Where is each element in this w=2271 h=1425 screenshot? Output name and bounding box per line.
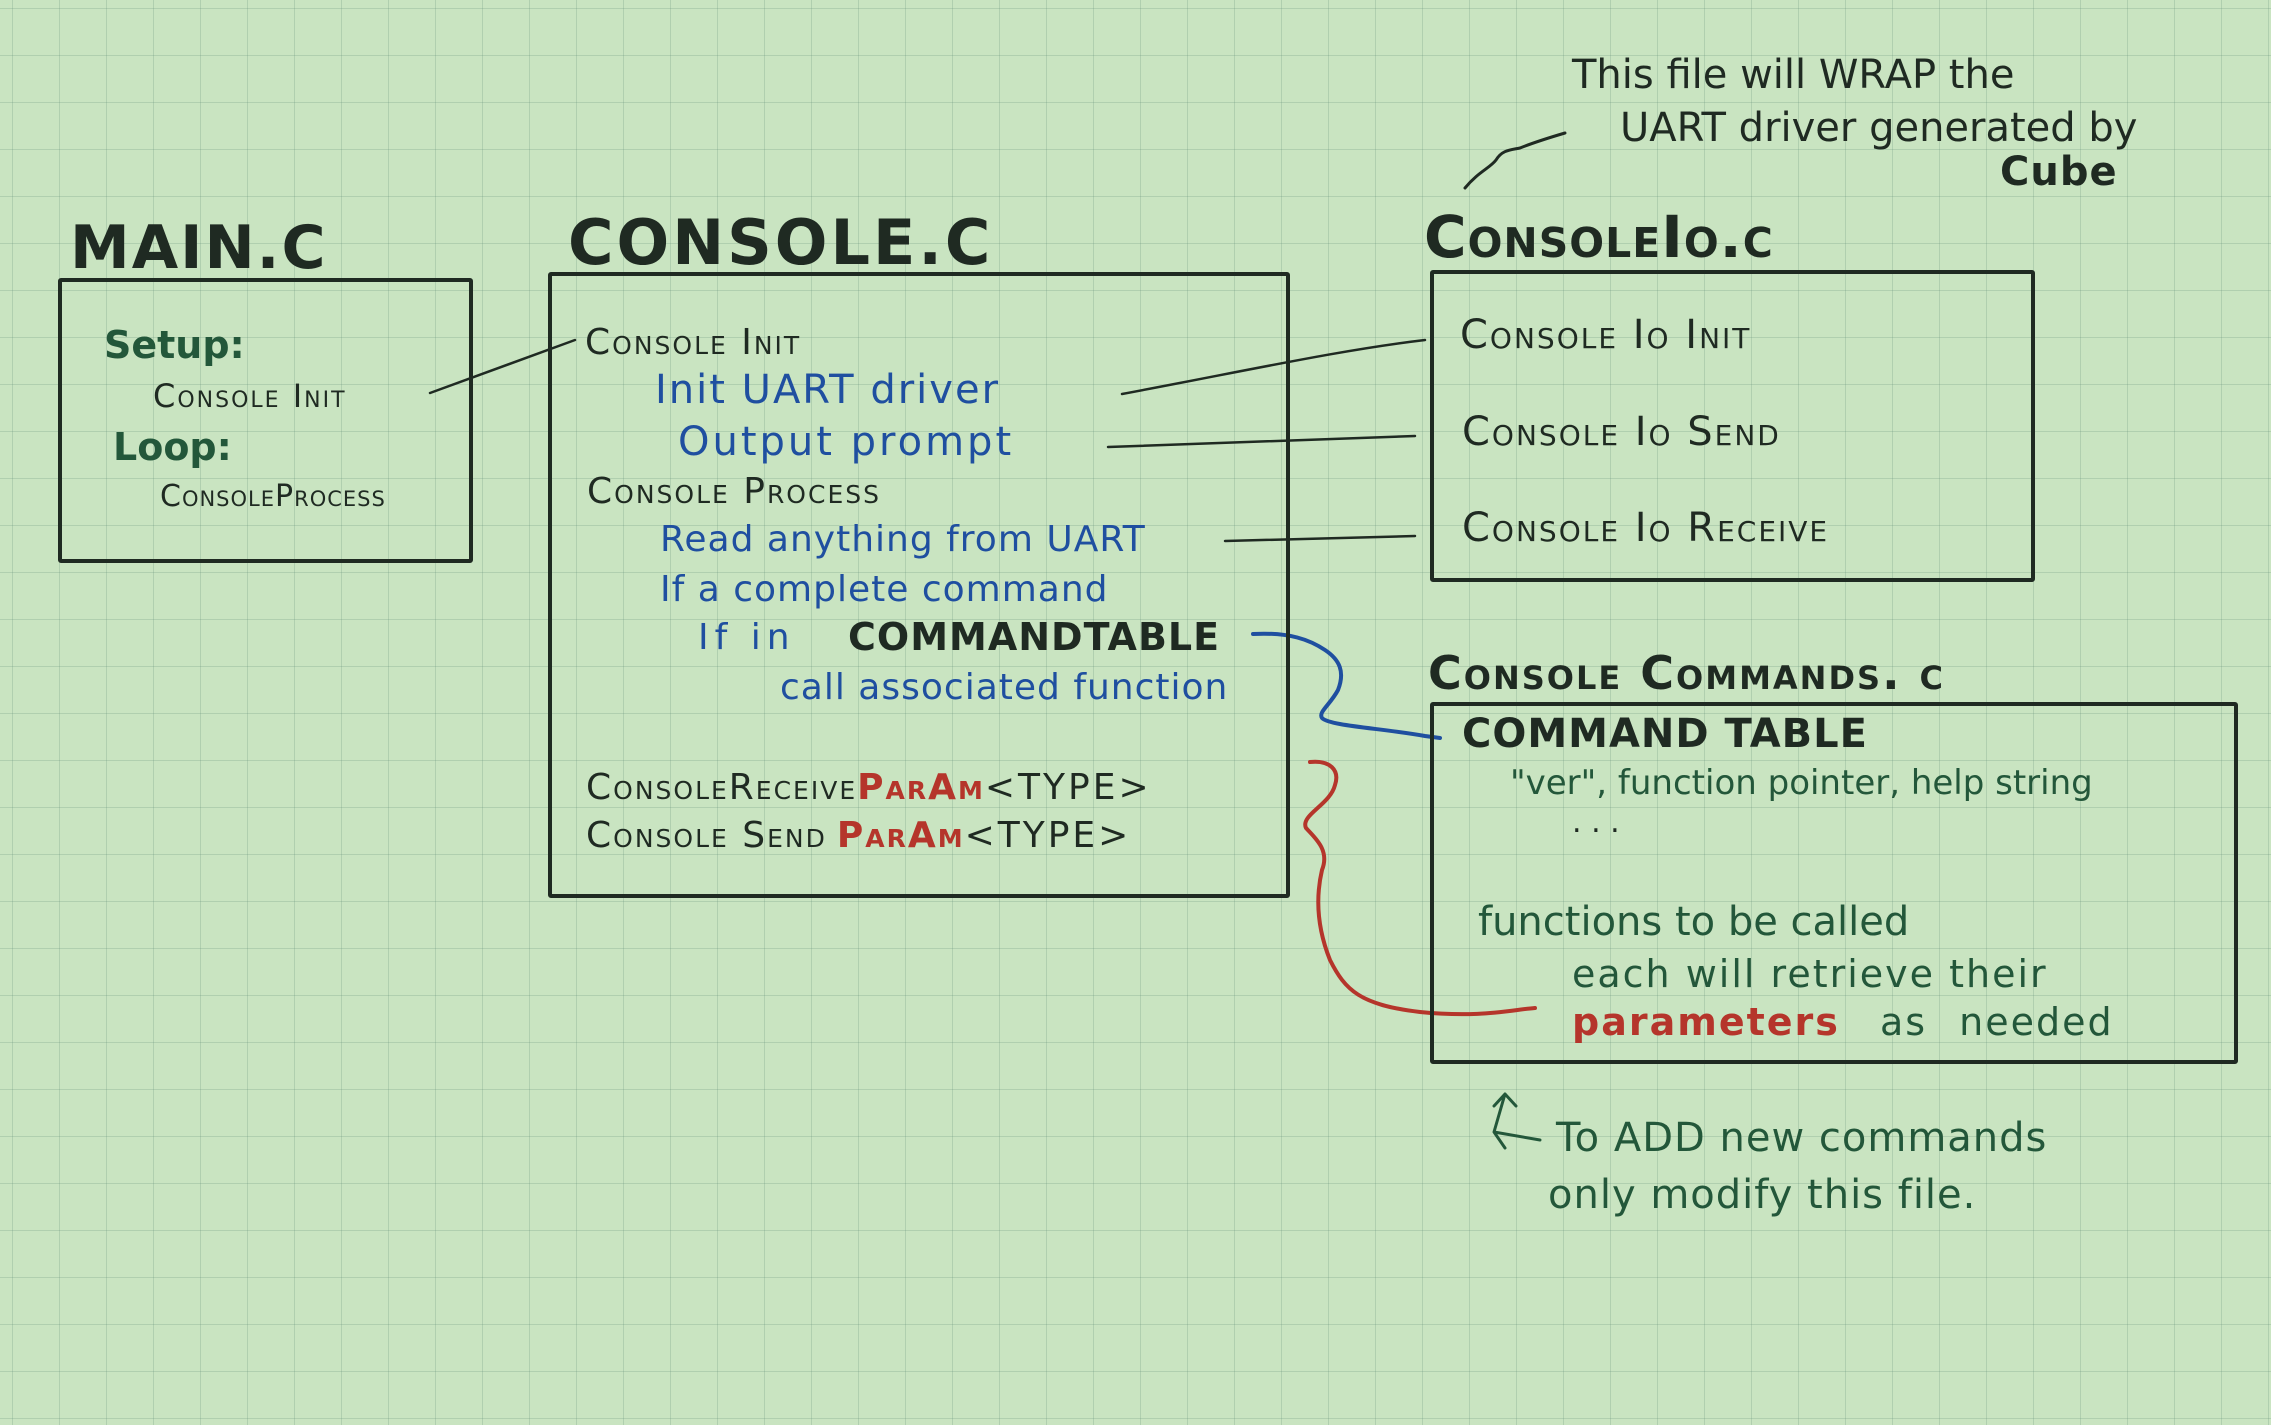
consoleio-send-item: Console Io Send <box>1462 409 1781 455</box>
main-c-loop-label: Loop: <box>113 425 232 469</box>
main-c-box <box>58 278 473 563</box>
console-send-param: ParAm <box>836 815 965 856</box>
console-init-step-prompt: Output prompt <box>678 419 1015 465</box>
console-send-prefix: Console Send <box>586 815 827 856</box>
main-c-title: MAIN.C <box>70 213 328 283</box>
functions-parameters-word: parameters <box>1572 1000 1840 1044</box>
consoleio-c-title: ConsoleIo.c <box>1424 203 1774 271</box>
annotation-squiggle <box>1463 131 1567 190</box>
main-c-setup-label: Setup: <box>104 323 245 367</box>
command-table-entry: "ver", function pointer, help string <box>1510 763 2093 803</box>
console-send-suffix: <TYPE> <box>964 815 1132 856</box>
add-commands-arrow-icon <box>1492 1092 1542 1150</box>
annotation-add-line2: only modify this file. <box>1548 1172 1977 1218</box>
link-command-table <box>1251 631 1442 740</box>
consoleio-c-box <box>1430 270 2035 582</box>
console-c-box <box>548 272 1290 898</box>
console-receive-param: ParAm <box>857 767 985 808</box>
main-c-loop-item: ConsoleProcess <box>160 479 386 514</box>
console-process-if-in: If in <box>698 617 796 658</box>
console-receive-suffix: <TYPE> <box>984 767 1152 808</box>
annotation-wrap-line1: This file will WRAP the <box>1572 52 2015 98</box>
functions-title: functions to be called <box>1478 899 1910 945</box>
consoleio-init-item: Console Io Init <box>1460 312 1752 358</box>
console-process-complete: If a complete command <box>660 569 1109 610</box>
annotation-add-line1: To ADD new commands <box>1556 1115 2048 1161</box>
command-table-ellipsis: . . . <box>1572 805 1620 840</box>
annotation-wrap-line2: UART driver generated by <box>1620 105 2138 151</box>
console-init-title: Console Init <box>585 322 802 363</box>
console-receive-prefix: ConsoleReceive <box>586 767 858 808</box>
console-c-title: CONSOLE.C <box>568 206 994 279</box>
console-init-step-uart: Init UART driver <box>655 367 1001 413</box>
link-parameters-brace <box>1303 759 1537 1017</box>
link-output-prompt <box>1106 434 1417 449</box>
console-receive-param-label: ConsoleReceiveParAm<TYPE> <box>586 770 1152 806</box>
console-process-title: Console Process <box>587 471 881 512</box>
main-c-setup-item: Console Init <box>153 377 347 415</box>
console-process-read: Read anything from UART <box>660 519 1146 560</box>
consolecommands-c-title: Console Commands. c <box>1428 646 1946 700</box>
functions-line3: parameters as needed <box>1572 1003 2114 1041</box>
annotation-wrap-cube: Cube <box>2000 149 2118 195</box>
functions-line2: each will retrieve their <box>1572 952 2048 996</box>
console-process-commandtable: COMMANDTABLE <box>848 615 1221 659</box>
console-process-call: call associated function <box>780 667 1229 708</box>
link-read-uart <box>1223 534 1417 543</box>
functions-as-needed: as needed <box>1879 1000 2114 1044</box>
command-table-title: COMMAND TABLE <box>1462 711 1868 757</box>
consolecommands-c-box <box>1430 702 2238 1064</box>
consoleio-receive-item: Console Io Receive <box>1462 505 1830 551</box>
